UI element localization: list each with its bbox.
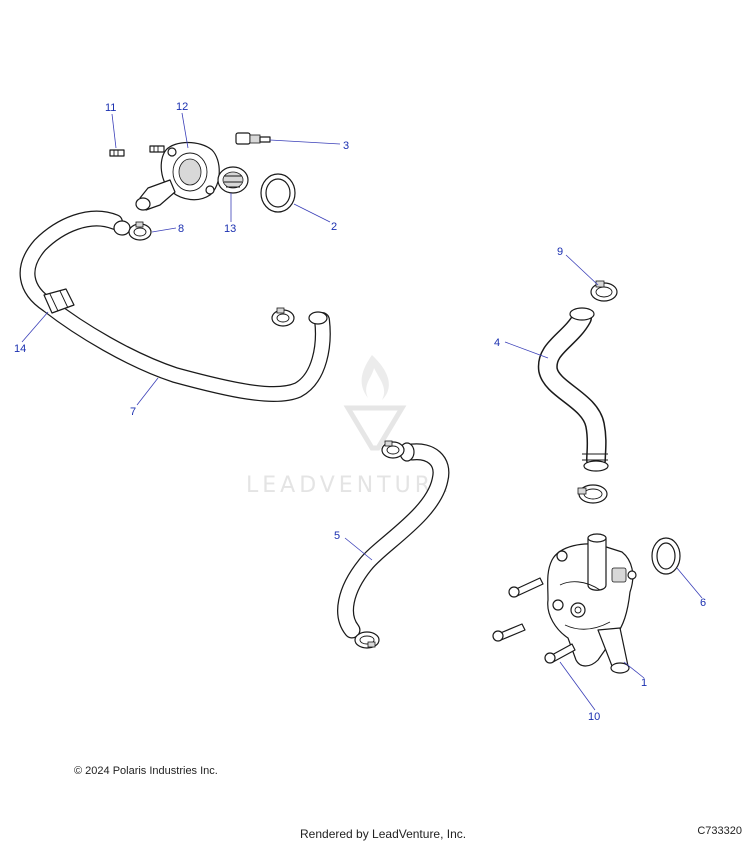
thermostat-housing-12 <box>135 141 220 211</box>
leader-3 <box>269 139 341 145</box>
leader-8 <box>151 227 177 233</box>
callout-8: 8 <box>178 223 184 235</box>
watermark-text: LEADVENTURE <box>246 473 452 498</box>
o-ring-6 <box>651 537 681 575</box>
callout-4: 4 <box>494 337 500 349</box>
hose-7 <box>19 210 331 402</box>
leader-11 <box>111 113 117 149</box>
callout-13: 13 <box>224 223 236 235</box>
sensor-3 <box>235 132 271 145</box>
callout-2: 2 <box>331 221 337 233</box>
leader-7 <box>136 377 159 406</box>
bolts-10 <box>492 577 576 664</box>
water-pump-1 <box>547 533 637 674</box>
leader-10 <box>559 661 596 711</box>
callout-11: 11 <box>105 102 116 114</box>
watermark-v-icon <box>343 405 407 451</box>
hose-4 <box>537 307 609 472</box>
o-ring-2 <box>260 173 296 213</box>
clamp-hose-4-lower <box>577 484 608 504</box>
watermark-flame-icon <box>361 355 389 400</box>
callout-6: 6 <box>700 597 706 609</box>
leader-12 <box>181 112 189 149</box>
rendered-by-text: Rendered by LeadVenture, Inc. <box>300 827 467 841</box>
clamp-hose-5-upper <box>381 440 405 459</box>
leader-2 <box>293 203 331 223</box>
leader-6 <box>676 567 703 599</box>
callout-10: 10 <box>588 711 600 723</box>
bolts-11 <box>109 145 165 157</box>
callout-7: 7 <box>130 406 136 418</box>
hose-5 <box>337 442 450 639</box>
leader-4 <box>504 341 549 359</box>
callout-9: 9 <box>557 246 563 258</box>
callout-1: 1 <box>641 677 647 689</box>
copyright-text: © 2024 Polaris Industries Inc. <box>74 765 218 777</box>
leader-9 <box>565 254 599 286</box>
clamp-hose-7-end <box>271 307 295 327</box>
callout-3: 3 <box>343 140 349 152</box>
leader-1 <box>623 661 645 679</box>
sleeve-14 <box>43 288 75 314</box>
callout-12: 12 <box>176 101 188 113</box>
watermark: LEADVENTURE <box>246 355 452 498</box>
leader-14 <box>21 311 49 343</box>
leader-lines <box>21 112 703 711</box>
callout-labels: 1 2 3 4 5 6 7 8 9 10 11 12 13 14 <box>14 101 706 723</box>
clamp-9 <box>590 280 618 302</box>
leader-5 <box>344 537 373 561</box>
diagram-code: C733320 <box>697 825 742 837</box>
clamp-hose-5-lower <box>354 631 380 649</box>
thermostat-13 <box>217 166 249 194</box>
callout-5: 5 <box>334 530 340 542</box>
clamp-8 <box>113 220 152 241</box>
callout-14: 14 <box>14 343 26 355</box>
